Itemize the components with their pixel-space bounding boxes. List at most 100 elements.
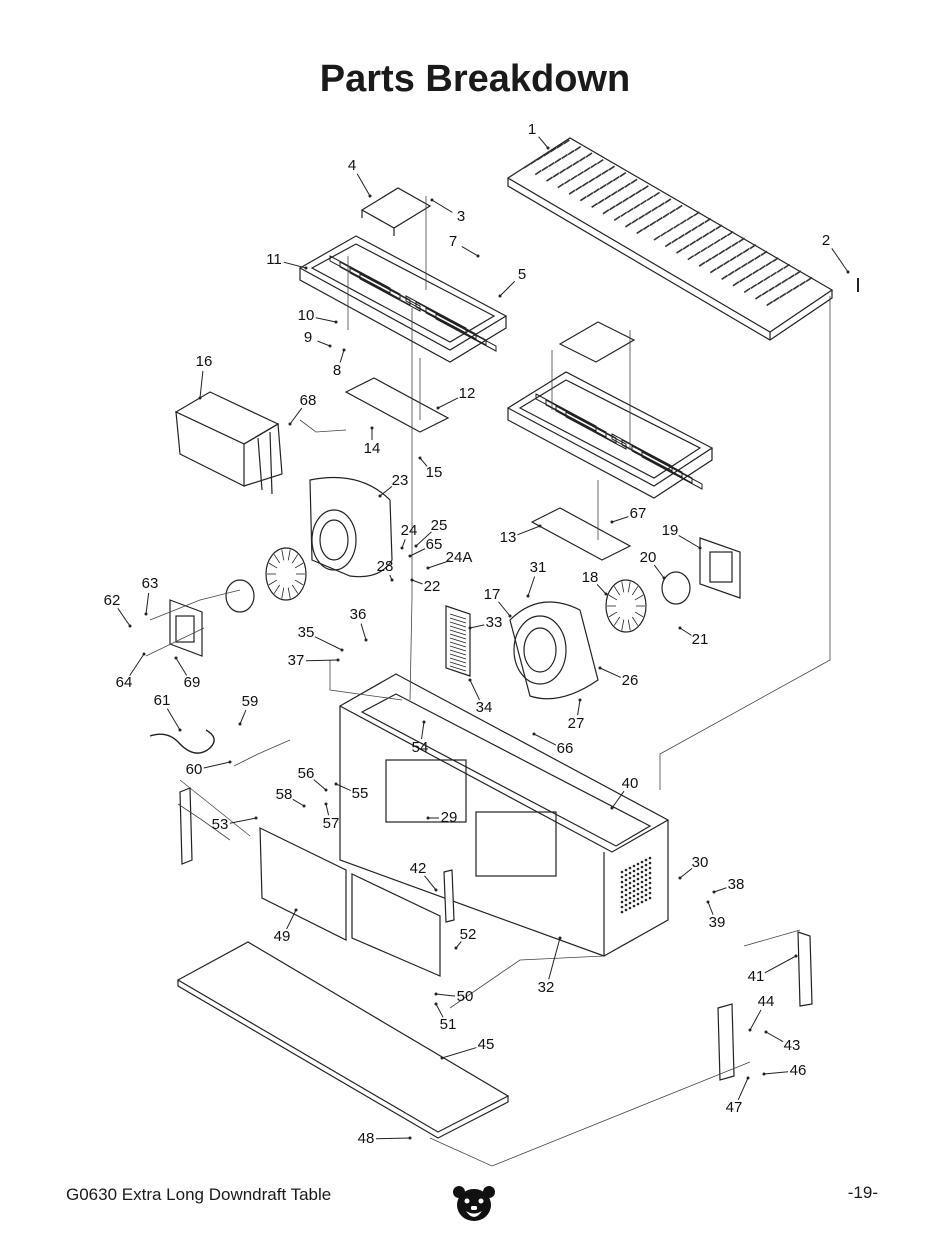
callout-label: 64 [116, 674, 133, 691]
callout-leader [437, 397, 459, 409]
callout-label: 63 [142, 575, 159, 592]
callout-label: 16 [196, 353, 213, 370]
callout-leader [424, 875, 437, 891]
callout-leader [679, 868, 693, 879]
callout-leader [737, 1077, 749, 1101]
callout-label: 45 [478, 1036, 495, 1053]
callout-leader [763, 1071, 789, 1075]
callout-label: 57 [323, 815, 340, 832]
callout-leader [401, 539, 406, 549]
callout-leader [239, 709, 247, 725]
callout-label: 59 [242, 693, 259, 710]
callout-leader [831, 248, 849, 273]
callout-label: 11 [266, 251, 282, 268]
callout-label: 38 [728, 876, 745, 893]
callout-leader [499, 280, 516, 297]
callout-label: 51 [440, 1016, 457, 1033]
callout-leader [678, 535, 701, 549]
callout-leader [203, 761, 231, 769]
callout-label: 53 [212, 816, 229, 833]
callout-leader [461, 245, 479, 257]
callout-label: 52 [460, 926, 477, 943]
callout-leader [421, 721, 425, 740]
callout-leader [679, 627, 692, 636]
callout-leader [765, 1031, 784, 1043]
callout-leader [325, 803, 330, 816]
callout-leader [145, 592, 150, 615]
callout-leader [599, 667, 622, 678]
callout-leader [611, 790, 625, 809]
callout-leader [441, 1047, 477, 1059]
callout-leader [356, 173, 371, 197]
upper-tray [298, 235, 508, 363]
callout-label: 1 [528, 121, 536, 138]
callout-label: 40 [622, 775, 639, 792]
callout-label: 4 [348, 157, 356, 174]
callout-leader [289, 407, 303, 425]
callout-leader [517, 525, 541, 536]
callout-label: 47 [726, 1099, 743, 1116]
callout-label: 8 [333, 362, 341, 379]
callout-leader [313, 779, 327, 791]
callout-label: 69 [184, 674, 201, 691]
callout-label: 29 [441, 809, 458, 826]
callout-leader [283, 261, 307, 269]
callout-leader [533, 733, 557, 746]
callout-label: 43 [784, 1037, 801, 1054]
callout-leader [292, 798, 305, 807]
callout-label: 48 [358, 1130, 375, 1147]
callout-leader [749, 1009, 762, 1031]
callout-leader [469, 624, 485, 629]
callout-label: 55 [352, 785, 369, 802]
callout-label: 31 [530, 559, 547, 576]
bottom-panel [176, 941, 510, 1139]
callout-label: 56 [298, 765, 315, 782]
callout-leader [713, 887, 727, 893]
callout-label: 44 [758, 993, 775, 1010]
callout-label: 22 [424, 578, 441, 595]
lower-tray [506, 321, 714, 499]
footer-model-title: G0630 Extra Long Downdraft Table [66, 1185, 332, 1204]
callout-leader [199, 370, 204, 399]
callout-label: 33 [486, 614, 503, 631]
callout-leader [305, 659, 339, 662]
callout-leader [596, 584, 607, 595]
callout-leader [314, 636, 343, 651]
callout-leader [379, 486, 393, 497]
callout-leader [469, 679, 480, 701]
page-number: -19- [847, 1183, 878, 1202]
callout-leader [431, 199, 453, 213]
callout-label: 23 [392, 472, 409, 489]
callout-label: 17 [484, 586, 501, 603]
callout-label: 49 [274, 928, 291, 945]
callout-label: 26 [622, 672, 639, 689]
callout-leader [335, 783, 351, 791]
callout-leader [764, 955, 797, 974]
callout-leader [411, 579, 423, 585]
callout-leader [527, 576, 536, 597]
callout-label: 10 [298, 307, 315, 324]
callout-leader [577, 699, 581, 716]
callout-label: 9 [304, 329, 312, 346]
callout-label: 60 [186, 761, 203, 778]
callout-leader [129, 653, 145, 676]
callout-label: 68 [300, 392, 317, 409]
callout-leader [166, 708, 181, 731]
callout-leader [286, 909, 297, 930]
callout-label: 13 [500, 529, 517, 546]
callout-label: 46 [790, 1062, 807, 1079]
callout-label: 24A [446, 549, 473, 566]
callout-label: 24 [401, 522, 418, 539]
callout-label: 61 [154, 692, 171, 709]
callout-label: 41 [748, 968, 765, 985]
callout-label: 15 [426, 464, 443, 481]
callout-leader [360, 623, 367, 641]
callout-label: 50 [457, 988, 474, 1005]
callout-leader [653, 564, 665, 579]
callout-label: 21 [692, 631, 709, 648]
callout-label: 65 [426, 536, 443, 553]
callout-label: 67 [630, 505, 647, 522]
callout-label: 27 [568, 715, 585, 732]
callout-label: 20 [640, 549, 657, 566]
